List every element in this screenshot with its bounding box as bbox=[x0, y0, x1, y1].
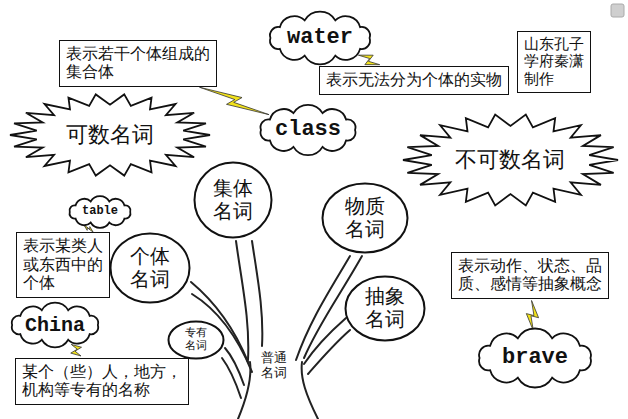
node-text: 可数名词 bbox=[66, 122, 154, 147]
branch-line bbox=[252, 241, 262, 346]
note-text: 某个（些）人，地方，机构等专有的名称 bbox=[22, 363, 182, 400]
example-cloud: class bbox=[252, 106, 364, 154]
lightning-connector bbox=[526, 300, 538, 330]
text-holder: table bbox=[82, 205, 118, 219]
example-cloud: water bbox=[261, 13, 379, 63]
branch-line bbox=[308, 330, 350, 374]
node-text: table bbox=[82, 205, 118, 219]
trunk-label: 普通名词 bbox=[259, 350, 289, 382]
noun-circle: 集体名词 bbox=[193, 161, 273, 239]
text-holder: 山东孔子学府秦潇制作 bbox=[524, 36, 584, 88]
text-holder: water bbox=[287, 25, 353, 50]
text-holder: 可数名词 bbox=[66, 122, 154, 147]
text-holder: 抽象名词 bbox=[365, 285, 405, 331]
category-starburst: 可数名词 bbox=[10, 94, 210, 176]
node-text: 个体名词 bbox=[130, 245, 170, 291]
starburst-outline bbox=[10, 94, 210, 175]
corner-icon bbox=[611, 4, 624, 17]
cloud-outline bbox=[261, 105, 356, 155]
cloud-outline bbox=[70, 196, 131, 228]
text-holder: 表示动作、状态、品质、感情等抽象概念 bbox=[458, 257, 602, 294]
branch-line bbox=[222, 358, 241, 398]
example-cloud: China bbox=[4, 304, 106, 346]
text-holder: 表示某类人或东西中的个体 bbox=[23, 237, 103, 292]
starburst-outline bbox=[403, 114, 618, 205]
noun-circle: 物质名词 bbox=[321, 182, 409, 254]
node-text: water bbox=[287, 25, 353, 50]
note-box: 表示动作、状态、品质、感情等抽象概念 bbox=[451, 252, 609, 299]
note-box: 山东孔子学府秦潇制作 bbox=[517, 31, 591, 93]
noun-circle: 个体名词 bbox=[109, 232, 191, 304]
circle-outline bbox=[169, 322, 224, 359]
circle-outline bbox=[346, 276, 425, 340]
text-holder: 个体名词 bbox=[130, 245, 170, 291]
text-holder: 集体名词 bbox=[213, 177, 253, 223]
text-holder: 某个（些）人，地方，机构等专有的名称 bbox=[22, 363, 182, 400]
note-box: 某个（些）人，地方，机构等专有的名称 bbox=[15, 358, 189, 405]
cloud-outline bbox=[479, 328, 591, 387]
node-text: China bbox=[25, 314, 85, 337]
lightning-connector bbox=[199, 87, 269, 114]
lightning-connector bbox=[358, 55, 379, 65]
note-text: 表示若干个体组成的集合体 bbox=[66, 45, 210, 82]
note-box: 表示无法分为个体的实物 bbox=[319, 66, 509, 95]
node-text: brave bbox=[502, 345, 568, 370]
circle-outline bbox=[111, 234, 190, 303]
text-holder: 专有名词 bbox=[185, 327, 207, 352]
example-cloud: table bbox=[64, 197, 136, 227]
example-cloud: brave bbox=[469, 330, 601, 386]
noun-circle: 专有名词 bbox=[167, 320, 225, 360]
noun-circle: 抽象名词 bbox=[344, 275, 426, 342]
text-holder: brave bbox=[502, 345, 568, 370]
node-text: 专有名词 bbox=[185, 327, 207, 352]
lightning-connector bbox=[71, 344, 82, 356]
node-text: 集体名词 bbox=[213, 177, 253, 223]
node-text: 抽象名词 bbox=[365, 285, 405, 331]
node-text: 不可数名词 bbox=[455, 147, 565, 172]
text-holder: China bbox=[25, 314, 85, 337]
text-holder: 不可数名词 bbox=[455, 147, 565, 172]
circle-outline bbox=[195, 163, 272, 238]
text-holder: 物质名词 bbox=[345, 195, 385, 241]
text-holder: 表示无法分为个体的实物 bbox=[326, 71, 502, 89]
note-text: 表示无法分为个体的实物 bbox=[326, 71, 502, 89]
note-text: 山东孔子学府秦潇制作 bbox=[524, 36, 584, 88]
node-text: 物质名词 bbox=[345, 195, 385, 241]
note-text: 表示动作、状态、品质、感情等抽象概念 bbox=[458, 257, 602, 294]
cloud-outline bbox=[270, 12, 370, 65]
note-text: 表示某类人或东西中的个体 bbox=[23, 237, 103, 292]
category-starburst: 不可数名词 bbox=[403, 114, 618, 206]
circle-outline bbox=[323, 184, 408, 253]
text-holder: class bbox=[275, 117, 341, 142]
branch-line bbox=[296, 256, 350, 360]
note-box: 表示某类人或东西中的个体 bbox=[16, 232, 110, 298]
node-text: class bbox=[275, 117, 341, 142]
text-holder: 表示若干个体组成的集合体 bbox=[66, 45, 210, 82]
note-box: 表示若干个体组成的集合体 bbox=[59, 40, 217, 87]
cloud-outline bbox=[12, 303, 98, 348]
trunk-edge bbox=[238, 362, 251, 419]
